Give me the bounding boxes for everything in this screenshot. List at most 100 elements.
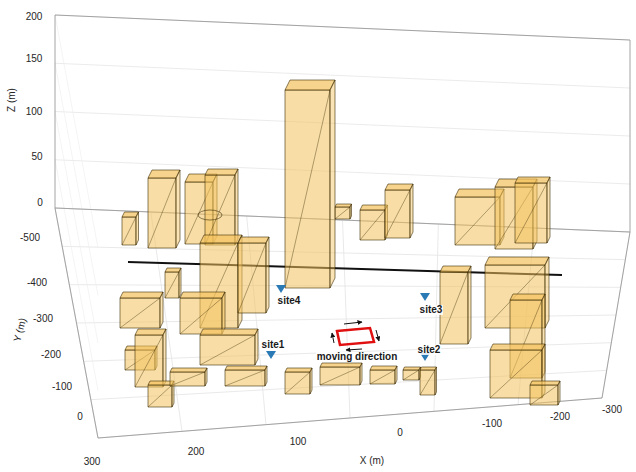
mesh-line (335, 207, 350, 219)
tick-label: 200 (188, 447, 205, 457)
building-face (170, 368, 207, 372)
building-face (265, 366, 267, 386)
grid-line (55, 15, 630, 40)
building-face (455, 197, 500, 245)
building-face (285, 90, 330, 288)
mesh-line (455, 197, 500, 245)
direction-arrow (332, 333, 334, 343)
grid-line (55, 63, 98, 295)
grid-line (55, 15, 98, 248)
building-face (135, 335, 163, 387)
building (385, 184, 413, 238)
building-face (370, 370, 395, 384)
building-face (163, 329, 166, 387)
mesh-line (385, 190, 410, 238)
tick-label: -500 (20, 233, 40, 243)
building-face (165, 268, 181, 272)
building-face (285, 80, 335, 90)
grid-line (55, 112, 630, 137)
axis-line (55, 15, 630, 40)
mesh-line (360, 210, 385, 240)
mesh-line (285, 372, 310, 394)
direction-arrow (376, 330, 379, 341)
mesh-line (200, 335, 255, 365)
building-face (205, 169, 238, 175)
building (335, 204, 352, 219)
building-face (420, 367, 437, 370)
tick-label: 300 (84, 457, 101, 467)
building-face (238, 237, 269, 243)
building (148, 170, 180, 248)
tick-label: -400 (27, 278, 47, 288)
building-face (385, 190, 410, 238)
site-label: moving direction (316, 352, 399, 362)
building-face (403, 367, 421, 370)
building-face (515, 183, 547, 243)
tick-label: 50 (31, 152, 42, 162)
mesh-line (165, 272, 179, 298)
building-face (200, 335, 255, 365)
building (440, 266, 471, 344)
building-face (403, 370, 419, 380)
building (420, 367, 437, 395)
building-face (360, 363, 362, 385)
building-face (120, 292, 163, 298)
building-face (200, 235, 242, 243)
mesh-line (440, 272, 468, 344)
building (403, 367, 421, 380)
building (320, 363, 362, 385)
tick-label: 0 (77, 412, 83, 422)
building-face (266, 237, 269, 313)
grid-line (55, 112, 98, 344)
site-label: site1 (261, 340, 286, 350)
tick-label: X (m) (360, 456, 384, 466)
tick-label: -300 (33, 314, 53, 324)
tick-label: 100 (26, 107, 43, 117)
grid-line (55, 160, 630, 184)
mesh-line (148, 178, 176, 248)
building-face (558, 381, 560, 405)
mesh-line (420, 370, 435, 395)
cylinder-outline (198, 210, 222, 220)
axis-line (602, 232, 630, 398)
tick-label: 150 (26, 54, 43, 64)
axis-line (630, 40, 631, 232)
building-face (205, 368, 207, 386)
building-face (285, 368, 312, 372)
tick-label: 0 (37, 198, 43, 208)
axes-frame (55, 15, 630, 438)
building-face (320, 363, 362, 367)
tick-label: 200 (26, 12, 43, 22)
building-face (360, 205, 388, 210)
building-face (530, 385, 558, 405)
building (285, 368, 312, 394)
grid-line (55, 63, 630, 88)
site-marker (276, 285, 286, 293)
building-face (136, 212, 139, 245)
site-label: site2 (417, 345, 442, 355)
building-face (545, 257, 549, 328)
building-face (440, 272, 468, 344)
mesh-line (225, 370, 265, 386)
building-face (360, 210, 385, 240)
building-face (485, 257, 549, 265)
mesh-line (530, 385, 558, 405)
grid-line (55, 208, 98, 438)
building-face (440, 266, 471, 272)
mesh-line (515, 183, 547, 243)
building-face (370, 366, 397, 370)
mesh-line (135, 335, 163, 387)
building-face (547, 177, 550, 243)
building (170, 368, 207, 386)
building-face (435, 367, 437, 395)
building-face (122, 217, 136, 245)
site-marker (420, 293, 430, 301)
mesh-line (403, 370, 419, 380)
building-face (410, 184, 413, 238)
building-face (179, 268, 181, 298)
building-face (285, 372, 310, 394)
building (120, 292, 163, 328)
buildings (120, 80, 560, 407)
site-label: site4 (277, 296, 302, 306)
